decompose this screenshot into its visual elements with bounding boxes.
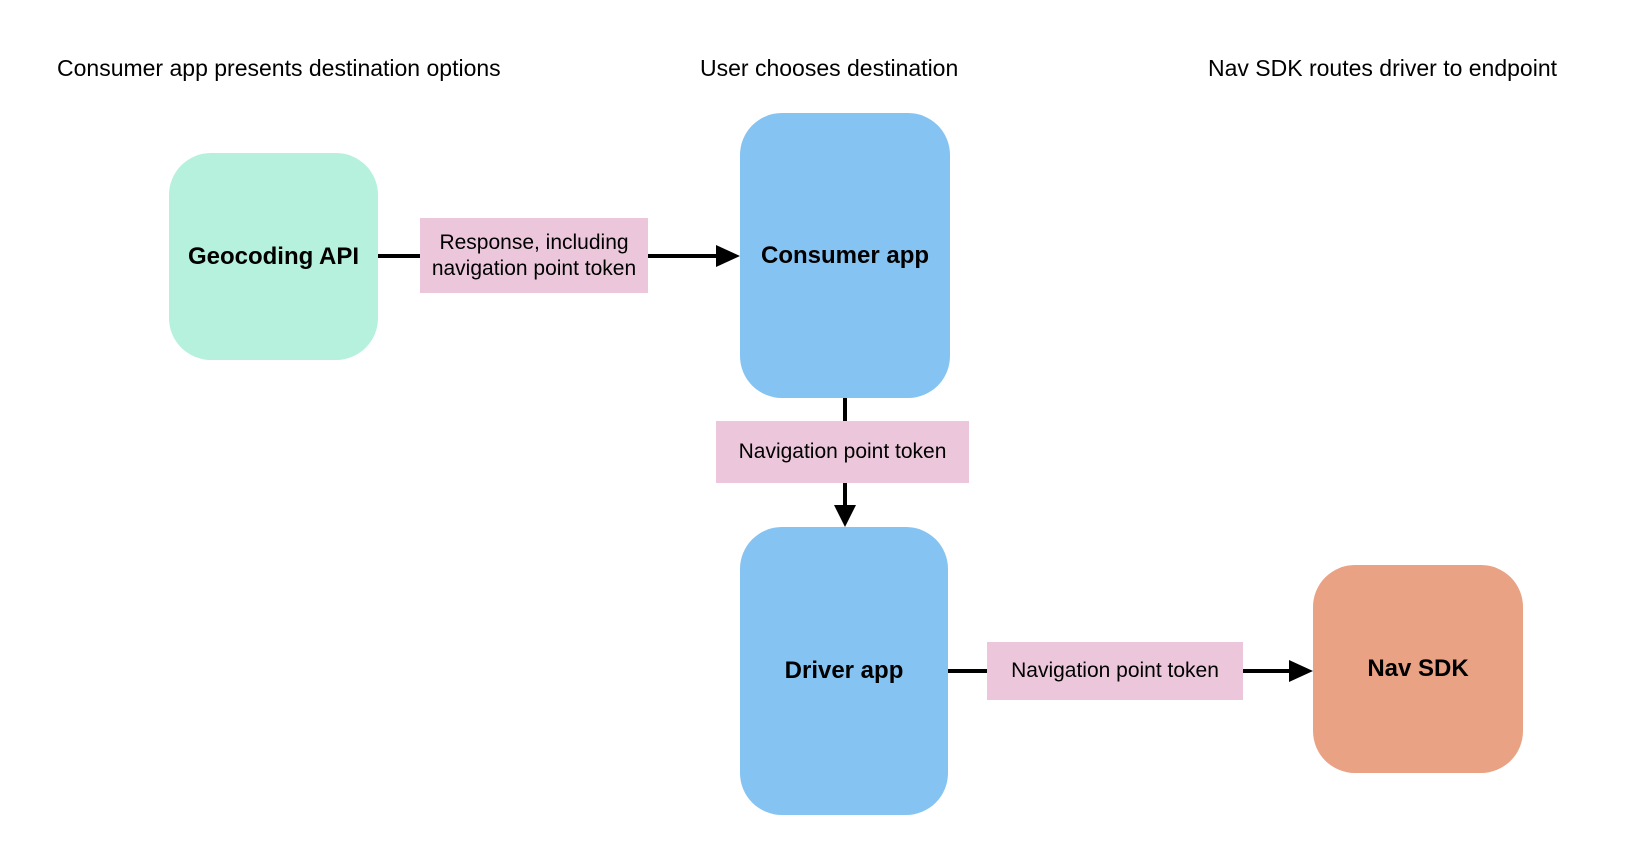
edge-geocoding-to-consumer-line	[648, 254, 718, 258]
edge-driver-to-navsdk-line	[948, 669, 987, 673]
node-consumer-app: Consumer app	[740, 113, 950, 398]
node-geocoding-api: Geocoding API	[169, 153, 378, 360]
node-geocoding-api-label: Geocoding API	[187, 242, 360, 270]
arrowhead-right-icon	[716, 245, 740, 267]
edge-consumer-to-driver-line	[843, 398, 847, 421]
column-header-consumer-presents: Consumer app presents destination option…	[57, 55, 501, 81]
column-header-user-chooses: User chooses destination	[700, 55, 959, 81]
column-header-navsdk-routes: Nav SDK routes driver to endpoint	[1208, 55, 1558, 81]
edge-consumer-to-driver-label: Navigation point token	[716, 421, 969, 483]
node-nav-sdk: Nav SDK	[1313, 565, 1523, 773]
arrowhead-right-icon	[1289, 660, 1313, 682]
node-consumer-app-label: Consumer app	[760, 241, 930, 269]
node-driver-app: Driver app	[740, 527, 948, 815]
arrowhead-down-icon	[834, 505, 856, 527]
edge-driver-to-navsdk-label: Navigation point token	[987, 642, 1243, 700]
node-driver-app-label: Driver app	[784, 657, 904, 684]
edge-geocoding-to-consumer-line	[378, 254, 420, 258]
edge-driver-to-navsdk-line	[1243, 669, 1289, 673]
edge-geocoding-to-consumer-label: Response, including navigation point tok…	[420, 218, 648, 293]
node-nav-sdk-label: Nav SDK	[1367, 655, 1469, 682]
edge-consumer-to-driver-line	[843, 483, 847, 506]
